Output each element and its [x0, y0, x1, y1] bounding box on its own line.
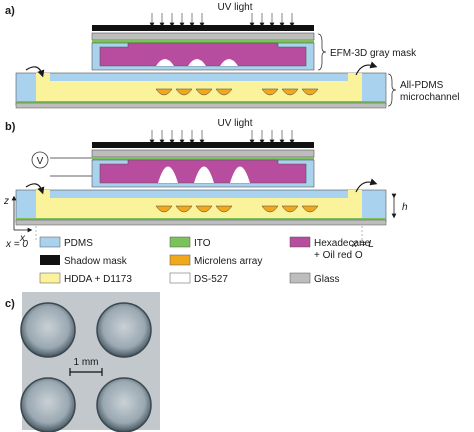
channel-label-line-1: All-PDMS [400, 80, 444, 91]
legend-item-hdda: HDDA + D1173 [39, 272, 132, 285]
gray-mask-device-b [91, 149, 315, 188]
legend-item-shadow-mask: Shadow mask [40, 255, 128, 267]
legend-item-ds527: DS-527 [169, 272, 228, 285]
scale-bar: 1 mm [69, 357, 103, 376]
legend-item-glass: Glass [289, 272, 340, 285]
legend-item-hexadecane: Hexadecane + Oil red O [289, 236, 371, 261]
height-indicator: h [391, 193, 408, 219]
legend-label-glass: Glass [314, 274, 340, 285]
uv-light-label-a: UV light [217, 2, 252, 13]
inlet-arrow-b [25, 183, 45, 195]
outlet-arrow-b [355, 178, 378, 193]
height-symbol: h [402, 202, 408, 213]
legend: PDMS ITO Hexadecane + Oil red O Shadow m… [39, 236, 371, 285]
gray-mask-device-a [91, 32, 315, 71]
microchannel-b [15, 189, 387, 226]
legend-label-hdda: HDDA + D1173 [64, 274, 132, 285]
legend-item-ito: ITO [169, 236, 211, 249]
outlet-arrow-a [355, 61, 378, 76]
shadow-mask-a [92, 25, 314, 31]
microlens-bottom-left [20, 377, 76, 432]
x-end-label: x = L [351, 239, 374, 250]
z-axis-label: z [3, 196, 9, 207]
legend-label-pdms: PDMS [64, 238, 93, 249]
mask-label: EFM-3D gray mask [330, 48, 417, 59]
legend-item-microlens: Microlens array [169, 254, 262, 267]
legend-label-shadow-mask: Shadow mask [64, 256, 128, 267]
legend-label-oil-red: + Oil red O [314, 250, 363, 261]
uv-light-label-b: UV light [217, 118, 252, 129]
microlens-top-left [20, 302, 76, 358]
panel-a: a) UV light EFM-3D gray mask [5, 2, 459, 109]
mask-brace [317, 33, 327, 71]
microchannel-a [15, 72, 387, 109]
scale-bar-label: 1 mm [74, 357, 99, 368]
x-start-label: x = 0 [5, 239, 28, 250]
legend-label-ds527: DS-527 [194, 274, 228, 285]
shadow-mask-b [92, 142, 314, 148]
legend-label-hexadecane: Hexadecane [314, 238, 371, 249]
microlens-top-right [96, 302, 152, 358]
legend-label-microlens: Microlens array [194, 256, 262, 267]
voltage-symbol: V [37, 156, 44, 167]
panel-c: c) 1 mm [5, 292, 160, 432]
legend-item-pdms: PDMS [39, 236, 93, 249]
panel-b-label: b) [5, 121, 16, 133]
panel-a-label: a) [5, 5, 15, 17]
microlens-bottom-right [96, 377, 152, 432]
inlet-arrow-a [25, 66, 45, 78]
voltage-source: V [31, 151, 92, 177]
panel-b: b) UV light V [3, 118, 408, 250]
uv-arrows-a [149, 13, 295, 28]
uv-arrows-b [149, 130, 295, 145]
legend-label-ito: ITO [194, 238, 211, 249]
channel-label-line-2: microchannel [400, 92, 459, 103]
panel-c-label: c) [5, 298, 15, 310]
x-axis-label: x [19, 233, 26, 244]
coordinate-axes: z x x = 0 x = L [3, 195, 374, 250]
channel-brace [387, 73, 397, 107]
